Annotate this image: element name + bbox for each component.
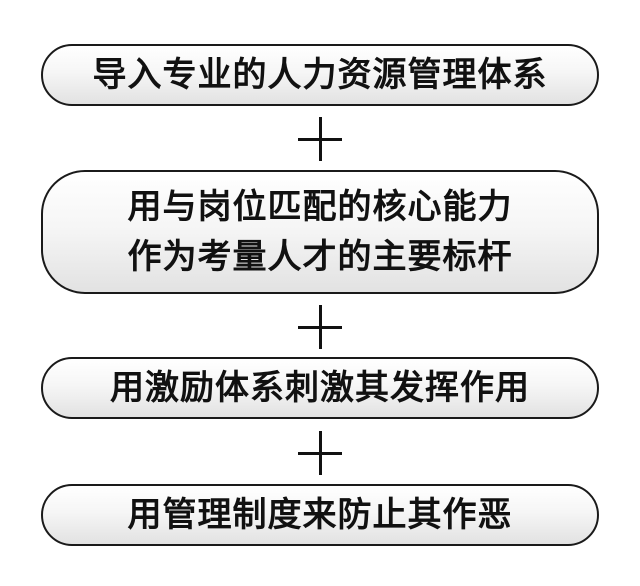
step-4-box: 用管理制度来防止其作恶 [41, 484, 599, 546]
step-2-box: 用与岗位匹配的核心能力 作为考量人才的主要标杆 [41, 170, 599, 294]
step-3-text: 用激励体系刺激其发挥作用 [110, 368, 530, 408]
step-3-box: 用激励体系刺激其发挥作用 [41, 357, 599, 419]
plus-icon [298, 305, 342, 349]
step-4-text: 用管理制度来防止其作恶 [127, 495, 513, 535]
step-2-text-line-1: 用与岗位匹配的核心能力 [127, 187, 513, 227]
step-1-box: 导入专业的人力资源管理体系 [41, 44, 599, 106]
step-1-text: 导入专业的人力资源管理体系 [92, 55, 548, 95]
step-2-text-line-2: 作为考量人才的主要标杆 [127, 237, 513, 277]
plus-icon [298, 117, 342, 161]
plus-icon [298, 431, 342, 475]
